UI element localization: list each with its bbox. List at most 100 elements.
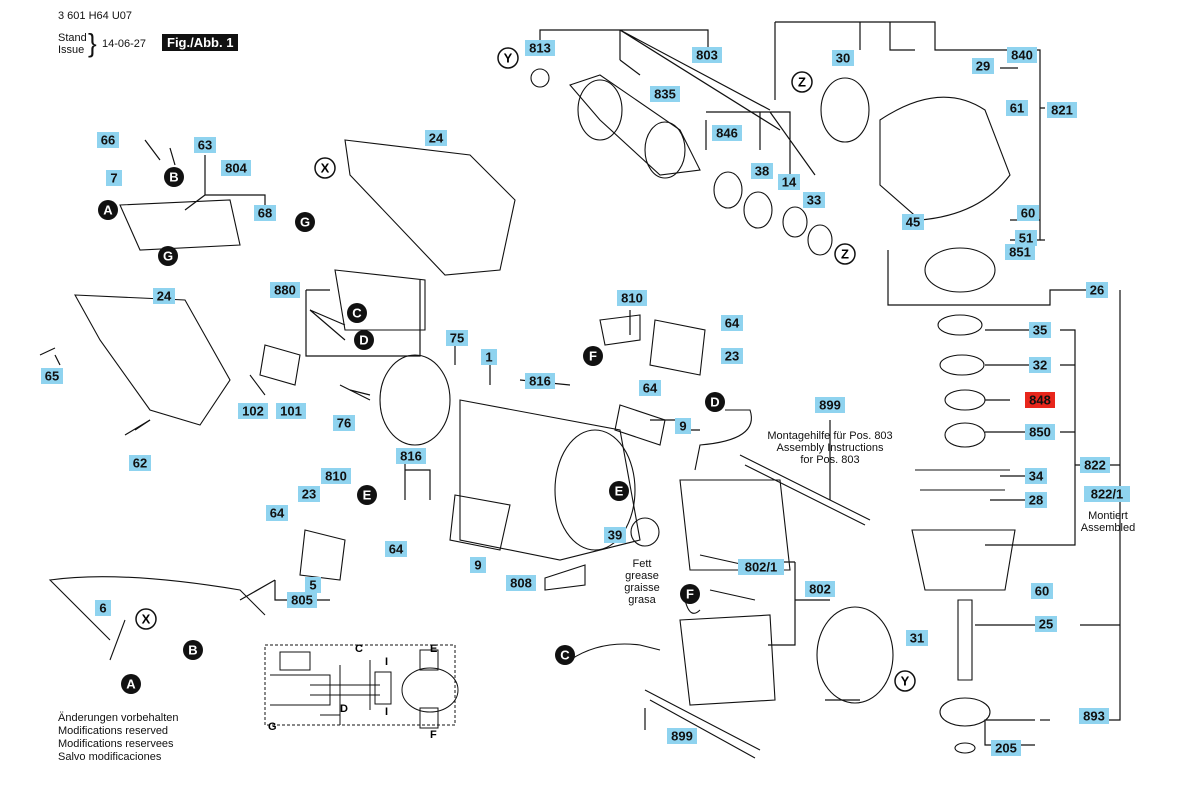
- part-label-text: 34: [1029, 469, 1044, 484]
- part-label-893: 893: [1079, 708, 1109, 724]
- part-label-51: 51: [1015, 230, 1037, 246]
- part-label-64b: 64: [639, 380, 661, 396]
- part-label-text: 835: [654, 87, 676, 102]
- part-label-803: 803: [692, 47, 722, 63]
- part-label-bg: [1025, 392, 1055, 408]
- part-label-840: 840: [1007, 47, 1037, 63]
- part-label-bg: [1005, 244, 1035, 260]
- figure-label: Fig./Abb. 1: [162, 34, 239, 51]
- part-label-bg: [385, 541, 407, 557]
- wiring-letter: G: [268, 721, 277, 733]
- wiring-letter: I: [385, 656, 388, 668]
- filled-marker-text: B: [188, 643, 197, 658]
- part-label-bg: [1025, 468, 1047, 484]
- part-label-text: 7: [110, 171, 117, 186]
- part-label-64c: 64: [266, 505, 288, 521]
- brace-glyph: }: [88, 28, 97, 58]
- part-label-text: 850: [1029, 425, 1051, 440]
- part-label-bg: [1017, 205, 1039, 221]
- part-label-bg: [803, 192, 825, 208]
- part-label-23b: 23: [298, 486, 320, 502]
- part-label-bg: [481, 349, 497, 365]
- part-label-bg: [721, 315, 743, 331]
- wiring-letter: F: [430, 729, 437, 741]
- part-label-bg: [972, 58, 994, 74]
- part-label-bg: [1025, 424, 1055, 440]
- filled-marker-text: F: [686, 587, 694, 602]
- part-label-text: 816: [400, 449, 422, 464]
- filled-marker-text: C: [560, 648, 570, 663]
- part-label-bg: [425, 130, 447, 146]
- part-label-bg: [1006, 100, 1028, 116]
- circle-marker-text: X: [142, 612, 151, 627]
- part-label-bg: [815, 397, 845, 413]
- part-label-text: 63: [198, 138, 212, 153]
- part-label-835: 835: [650, 86, 680, 102]
- part-label-816a: 816: [525, 373, 555, 389]
- part-label-text: 31: [910, 631, 924, 646]
- circle-marker-text: Z: [798, 75, 806, 90]
- part-label-text: 64: [725, 316, 740, 331]
- part-label-66: 66: [97, 132, 119, 148]
- part-label-1: 1: [481, 349, 497, 365]
- part-label-text: 64: [643, 381, 658, 396]
- part-label-bg: [95, 600, 111, 616]
- part-label-bg: [692, 47, 722, 63]
- montiert-note: Montiert Assembled: [1072, 510, 1144, 534]
- grease-note: Fett grease graisse grasa: [618, 558, 666, 606]
- part-label-816b: 816: [396, 448, 426, 464]
- filled-marker-text: A: [103, 203, 113, 218]
- filled-marker-text: A: [126, 677, 136, 692]
- part-label-bg: [832, 50, 854, 66]
- part-label-822: 822: [1080, 457, 1110, 473]
- part-label-bg: [1007, 47, 1037, 63]
- part-label-bg: [153, 288, 175, 304]
- montiert-line: Assembled: [1080, 522, 1136, 534]
- part-label-813: 813: [525, 40, 555, 56]
- part-label-text: 38: [755, 164, 769, 179]
- part-label-bg: [305, 577, 321, 593]
- part-label-text: 899: [671, 729, 693, 744]
- part-label-bg: [470, 557, 486, 573]
- part-label-text: 25: [1039, 617, 1053, 632]
- part-label-text: 805: [291, 593, 313, 608]
- part-label-bg: [194, 137, 216, 153]
- part-label-bg: [333, 415, 355, 431]
- part-label-38: 38: [751, 163, 773, 179]
- footer-note: Salvo modificaciones: [58, 751, 162, 763]
- part-label-bg: [991, 740, 1021, 756]
- part-label-text: 33: [807, 193, 821, 208]
- part-label-text: 9: [474, 558, 481, 573]
- part-label-bg: [1047, 102, 1077, 118]
- circle-marker-Z1: Z: [791, 71, 813, 93]
- part-label-76: 76: [333, 415, 355, 431]
- part-label-text: 899: [819, 398, 841, 413]
- part-label-text: 880: [274, 283, 296, 298]
- part-label-text: 24: [157, 289, 172, 304]
- part-label-25: 25: [1035, 616, 1057, 632]
- part-label-text: 32: [1033, 358, 1047, 373]
- part-label-880: 880: [270, 282, 300, 298]
- part-label-text: 30: [836, 51, 850, 66]
- filled-marker-B1: B: [164, 167, 184, 187]
- issue-label: Issue: [58, 44, 85, 56]
- part-label-34: 34: [1025, 468, 1047, 484]
- part-label-text: 102: [242, 404, 264, 419]
- part-label-bg: [604, 527, 626, 543]
- part-label-804: 804: [221, 160, 251, 176]
- part-label-28: 28: [1025, 492, 1047, 508]
- part-label-bg: [1035, 616, 1057, 632]
- part-label-text: 822: [1084, 458, 1106, 473]
- part-label-bg: [751, 163, 773, 179]
- part-label-850: 850: [1025, 424, 1055, 440]
- part-label-text: 26: [1090, 283, 1104, 298]
- part-label-text: 23: [725, 349, 739, 364]
- part-label-205: 205: [991, 740, 1021, 756]
- part-label-bg: [298, 486, 320, 502]
- circle-marker-text: Y: [901, 674, 910, 689]
- part-label-text: 23: [302, 487, 316, 502]
- filled-marker-F2: F: [680, 584, 700, 604]
- grease-line: graisse: [624, 582, 660, 594]
- filled-marker-D2: D: [705, 392, 725, 412]
